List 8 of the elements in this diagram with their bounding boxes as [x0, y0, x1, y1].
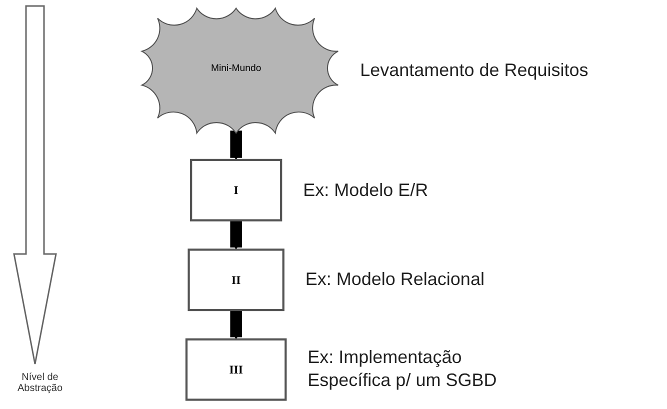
node-caption: Levantamento de Requisitos [360, 59, 590, 82]
node-box: III [185, 338, 287, 401]
axis-label: Nível de Abstração [16, 372, 64, 394]
node-box: I [190, 158, 282, 222]
node-caption: Ex: Implementação Específica p/ um SGBD [308, 346, 498, 392]
node-box: II [188, 248, 284, 312]
node-caption: Ex: Modelo E/R [303, 178, 430, 202]
node-caption: Ex: Modelo Relacional [305, 268, 486, 292]
